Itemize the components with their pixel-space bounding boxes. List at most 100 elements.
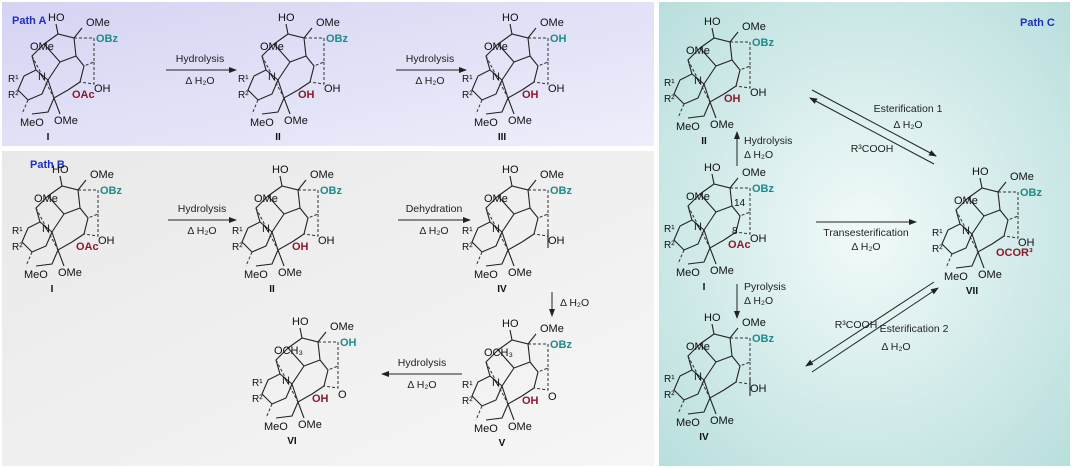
- label-oh-red: OH: [724, 93, 741, 105]
- label-r3cooh-1: R³COOH: [851, 143, 894, 155]
- compound-I: I: [703, 282, 706, 293]
- label-obz: OBz: [752, 183, 775, 195]
- label-oh-red: OH: [522, 89, 539, 101]
- label-r1: R¹: [664, 374, 675, 385]
- label-r2: R²: [238, 90, 249, 101]
- label-r2: R²: [664, 240, 675, 251]
- label-r2: R²: [664, 390, 675, 401]
- label-transesterification: Transesterification: [823, 227, 909, 239]
- label-ome-left: OMe: [484, 193, 508, 205]
- label-ho: HO: [704, 312, 721, 324]
- label-meo: MeO: [474, 117, 498, 129]
- label-n: N: [694, 221, 702, 233]
- label-n: N: [492, 71, 500, 83]
- label-ome-top: OMe: [330, 321, 354, 333]
- label-n: N: [492, 377, 500, 389]
- label-meo: MeO: [20, 117, 44, 129]
- label-ome-bottom: OMe: [978, 269, 1002, 281]
- label-ome-top: OMe: [742, 317, 766, 329]
- label-r1: R¹: [8, 74, 19, 85]
- label-obz: OBz: [326, 33, 349, 45]
- label-n: N: [694, 371, 702, 383]
- label-ho: HO: [502, 164, 519, 176]
- label-r2: R²: [8, 90, 19, 101]
- label-n: N: [268, 71, 276, 83]
- label-cond-c-hydrolysis: Δ H₂O: [744, 149, 773, 161]
- label-obz: OBz: [1020, 187, 1043, 199]
- label-ome-bottom: OMe: [278, 267, 302, 279]
- label-hydrolysis-c: Hydrolysis: [744, 135, 792, 147]
- label-ome-bottom: OMe: [508, 421, 532, 433]
- label-oh-red: OH: [522, 395, 539, 407]
- label-ome-left: OMe: [954, 195, 978, 207]
- label-obz: OBz: [752, 333, 775, 345]
- label-ome-top: OMe: [540, 323, 564, 335]
- label-hydrolysis-b4: Hydrolysis: [398, 357, 446, 369]
- label-lactone-o: O: [338, 389, 347, 401]
- label-obz: OBz: [100, 185, 123, 197]
- compound-VI: VI: [287, 436, 297, 447]
- label-ome-top: OMe: [90, 169, 114, 181]
- label-r1: R¹: [232, 226, 243, 237]
- label-oh: OH: [548, 83, 565, 95]
- label-meo: MeO: [264, 421, 288, 433]
- label-cond-a2: Δ H₂O: [415, 75, 444, 87]
- label-meo: MeO: [676, 417, 700, 429]
- compound-I: I: [47, 132, 50, 143]
- label-meo: MeO: [676, 267, 700, 279]
- label-oh-red: OH: [298, 89, 315, 101]
- arrow-c-ester1-fwd: [811, 89, 937, 157]
- label-obz: OBz: [550, 339, 573, 351]
- label-r1: R¹: [462, 74, 473, 85]
- label-oh: OH: [318, 235, 335, 247]
- label-r2: R²: [664, 94, 675, 105]
- label-r1: R¹: [12, 226, 23, 237]
- label-oh-teal: OH: [550, 33, 567, 45]
- panel-path-c: [659, 2, 1070, 466]
- label-oh: OH: [750, 233, 767, 245]
- label-cond-b1: Δ H₂O: [187, 225, 216, 237]
- label-cond-b3: Δ H₂O: [560, 297, 589, 309]
- label-r1: R¹: [932, 228, 943, 239]
- label-ome-bottom: OMe: [508, 267, 532, 279]
- label-cond-c-pyrolysis: Δ H₂O: [744, 295, 773, 307]
- label-r2: R²: [932, 244, 943, 255]
- label-cond-b2: Δ H₂O: [419, 225, 448, 237]
- label-c8: 8: [732, 226, 738, 237]
- label-obz: OBz: [96, 33, 119, 45]
- label-ome-top: OMe: [540, 169, 564, 181]
- label-oh-red: OH: [292, 241, 309, 253]
- label-ome-left: OCH₃: [274, 345, 303, 357]
- label-obz: OBz: [550, 185, 573, 197]
- arrow-c-ester1-rev: [809, 97, 935, 165]
- label-r1: R¹: [664, 224, 675, 235]
- label-ome-bottom: OMe: [508, 115, 532, 127]
- compound-I: I: [51, 284, 54, 295]
- label-r1: R¹: [664, 78, 675, 89]
- compound-IV: IV: [699, 432, 709, 443]
- label-oh-red: OH: [312, 393, 329, 405]
- label-cond-c-ester1: Δ H₂O: [893, 119, 922, 131]
- label-ome-left: OMe: [686, 191, 710, 203]
- compound-VII: VII: [966, 286, 978, 297]
- label-r2: R²: [232, 242, 243, 253]
- label-oh: OH: [98, 235, 115, 247]
- compound-II: II: [701, 136, 707, 147]
- label-c14: 14: [734, 198, 746, 209]
- label-n: N: [492, 223, 500, 235]
- label-r1: R¹: [462, 226, 473, 237]
- label-oh: OH: [750, 383, 767, 395]
- label-ocor3: OCOR³: [996, 247, 1033, 259]
- label-ho: HO: [52, 164, 69, 176]
- label-r1: R¹: [252, 378, 263, 389]
- label-ome-left: OMe: [34, 193, 58, 205]
- label-r2: R²: [462, 242, 473, 253]
- label-ome-bottom: OMe: [58, 267, 82, 279]
